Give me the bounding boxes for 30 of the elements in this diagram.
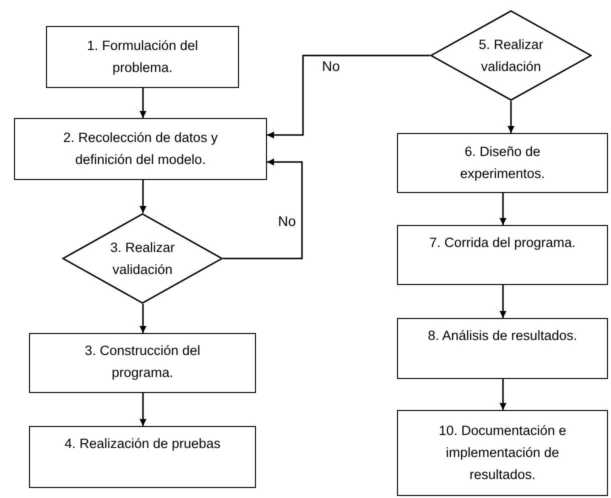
step-text: 3. Realizar validación	[109, 238, 176, 278]
process-box	[29, 426, 256, 488]
step-text: 3. Construcción del programa.	[84, 342, 202, 382]
process-box	[397, 225, 608, 285]
step-text: 1. Formulación del problema.	[86, 37, 200, 77]
process-box	[397, 410, 608, 496]
arrow	[500, 193, 506, 225]
process-box	[29, 333, 256, 393]
process-box	[46, 26, 239, 88]
arrow	[140, 88, 146, 118]
step-text: 10. Documentación e implementación de resultados.	[438, 422, 568, 484]
arrow	[140, 393, 146, 426]
arrow	[140, 304, 146, 333]
process-box	[14, 118, 267, 180]
decision-diamond	[430, 10, 592, 101]
process-box	[397, 133, 608, 193]
step-text: 4. Realización de pruebas	[64, 435, 221, 453]
step-text: 6. Diseño de experimentos.	[459, 143, 546, 183]
process-box	[397, 318, 608, 379]
arrow	[500, 285, 506, 318]
step-text: 5. Realizar validación	[478, 36, 544, 76]
arrow	[500, 379, 506, 410]
step-text: 2. Recolección de datos y definición del modelo.	[62, 129, 219, 169]
step-text: 8. Análisis de resultados.	[428, 327, 578, 345]
arrow	[508, 101, 514, 133]
arrow	[267, 54, 430, 138]
decision-diamond	[62, 213, 223, 304]
arrow	[140, 180, 146, 213]
arrow	[223, 158, 303, 260]
step-text: 7. Corrida del programa.	[429, 234, 576, 252]
